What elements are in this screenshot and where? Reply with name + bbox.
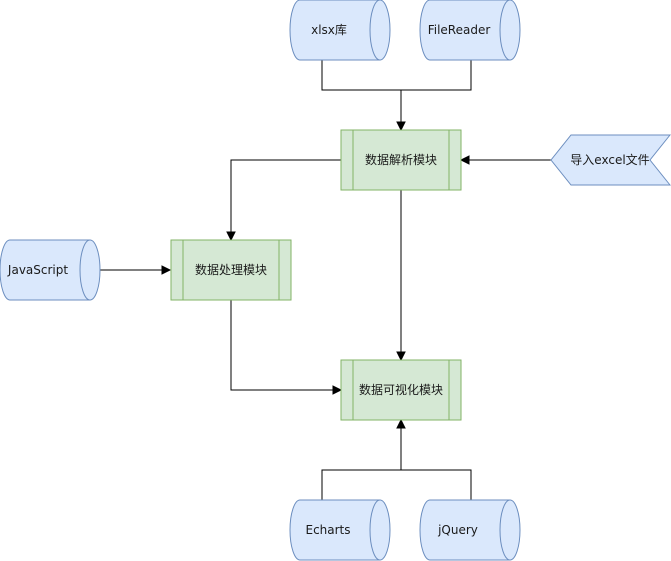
storage-javascript-label: JavaScript	[7, 263, 68, 277]
storage-xlsx-label: xlsx库	[311, 22, 347, 37]
arrowhead-import-to-parse	[459, 155, 470, 165]
arrowhead-into-parse	[396, 121, 406, 132]
module-parse-label: 数据解析模块	[365, 152, 437, 167]
storage-xlsx[interactable]: xlsx库	[289, 0, 391, 61]
storage-javascript[interactable]: JavaScript	[0, 239, 101, 301]
arrowhead-parse-to-visualize	[396, 351, 406, 362]
arrowhead-process-to-visualize	[332, 385, 343, 395]
storage-echarts[interactable]: Echarts	[289, 499, 391, 561]
input-import-excel[interactable]: 导入excel文件	[550, 134, 671, 186]
storage-jquery-label: jQuery	[437, 523, 478, 537]
storage-filereader[interactable]: FileReader	[419, 0, 521, 61]
module-visualize-label: 数据可视化模块	[359, 382, 443, 397]
edge-filereader-to-parse	[401, 60, 472, 91]
edge-parse-to-process	[230, 159, 341, 234]
arrowhead-into-visualize	[396, 418, 406, 429]
module-process-label: 数据处理模块	[195, 262, 267, 277]
edge-echarts-to-visualize	[321, 426, 402, 500]
storage-jquery[interactable]: jQuery	[419, 499, 521, 561]
module-process[interactable]: 数据处理模块	[170, 239, 292, 301]
edge-jquery-to-visualize	[401, 469, 472, 500]
edge-process-to-visualize	[230, 300, 334, 391]
arrowhead-javascript-to-process	[161, 265, 172, 275]
storage-echarts-label: Echarts	[305, 523, 350, 537]
edge-xlsx-to-parse	[321, 60, 402, 124]
input-import-excel-label: 导入excel文件	[570, 152, 649, 167]
arrowhead-parse-to-process	[226, 231, 236, 242]
module-visualize[interactable]: 数据可视化模块	[340, 359, 462, 421]
storage-filereader-label: FileReader	[428, 23, 491, 37]
module-parse[interactable]: 数据解析模块	[340, 129, 462, 191]
